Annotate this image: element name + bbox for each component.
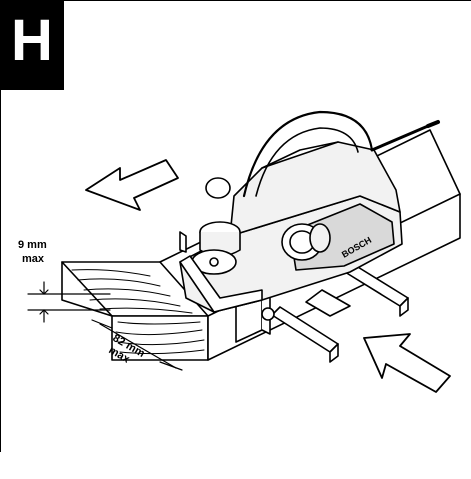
arrow-left-icon (85, 159, 179, 211)
arrow-up-left-icon (363, 333, 451, 393)
depth-max-label: max (22, 253, 45, 265)
figure-letter: H (11, 8, 53, 73)
width-dimension (91, 319, 183, 371)
planer-body (179, 110, 440, 313)
depth-dimension (27, 281, 111, 323)
frame-left-border (0, 0, 1, 452)
frame-top-border (0, 0, 471, 1)
depth-value-label: 9 mm (18, 239, 47, 251)
figure-letter-box: H (0, 0, 64, 90)
